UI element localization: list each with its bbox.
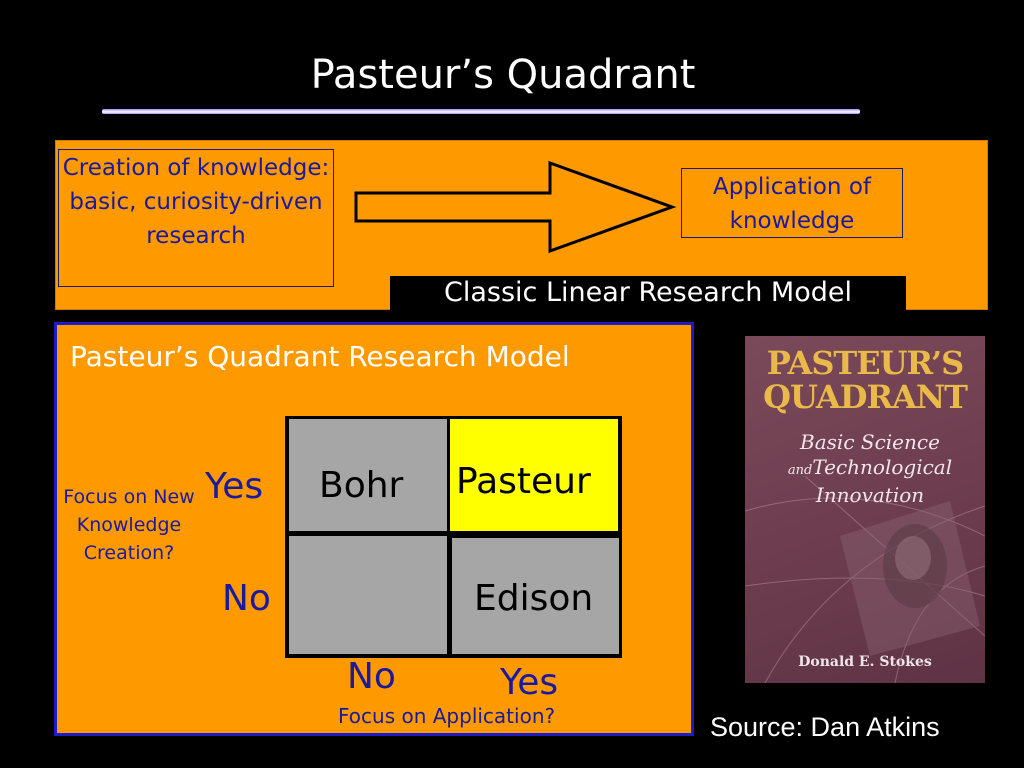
book-subtitle-line1: Basic Science (800, 430, 940, 454)
book-cover-image: PASTEUR’S QUADRANT Basic Science andTech… (745, 336, 985, 683)
quadrant-model-title: Pasteur’s Quadrant Research Model (70, 340, 570, 373)
book-cover-art (745, 475, 985, 683)
y-no-label: No (222, 578, 271, 619)
quadrant-cell-edison: Edison (452, 538, 619, 654)
title-underline (102, 109, 860, 114)
creation-of-knowledge-box: Creation of knowledge: basic, curiosity-… (58, 149, 334, 287)
linear-model-label: Classic Linear Research Model (390, 276, 906, 310)
book-title-line2: QUADRANT (763, 378, 968, 416)
book-title: PASTEUR’S QUADRANT (745, 346, 985, 414)
x-yes-label: Yes (500, 662, 559, 703)
slide-title: Pasteur’s Quadrant (310, 52, 696, 98)
book-subtitle-and: and (787, 463, 813, 478)
cell-label-pasteur: Pasteur (456, 461, 591, 502)
y-axis-label: Focus on New Knowledge Creation? (63, 486, 195, 564)
quadrant-cell-bohr: Bohr (289, 419, 447, 531)
x-no-label: No (347, 656, 396, 697)
book-subtitle-line2: Technological (812, 455, 953, 479)
right-arrow-icon (354, 160, 677, 254)
book-subtitle: Basic Science andTechnological Innovatio… (765, 430, 975, 508)
source-credit: Source: Dan Atkins (710, 712, 940, 742)
book-subtitle-line3: Innovation (815, 483, 925, 507)
book-title-line1: PASTEUR’S (766, 344, 964, 382)
book-author: Donald E. Stokes (798, 654, 932, 670)
quadrant-cell-empty (289, 536, 447, 654)
quadrant-cell-pasteur: Pasteur (450, 419, 618, 531)
x-axis-label: Focus on Application? (338, 704, 556, 728)
y-yes-label: Yes (205, 466, 264, 507)
application-of-knowledge-box: Application of knowledge (681, 168, 903, 238)
cell-label-bohr: Bohr (319, 465, 404, 506)
cell-label-edison: Edison (474, 578, 594, 619)
